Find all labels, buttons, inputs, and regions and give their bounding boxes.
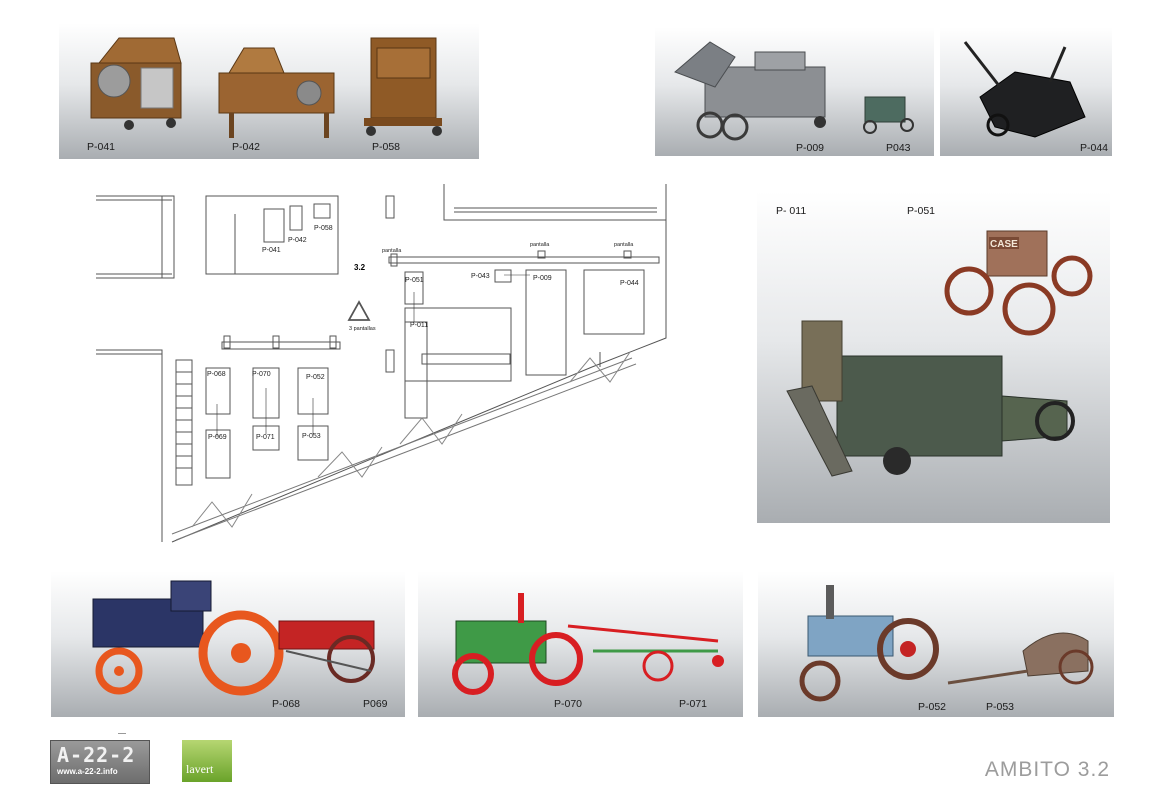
label-p068: P-068 <box>272 698 301 710</box>
plan-label-p069: P-069 <box>208 434 227 441</box>
photo-panel-case-machines: CASE P- 011 P-051 <box>757 191 1110 523</box>
tractor-p070 <box>452 593 583 695</box>
plan-label-p052: P-052 <box>306 374 325 381</box>
plan-label-p044: P-044 <box>620 280 639 287</box>
photo-panel-threshers: P-009 P043 <box>655 27 934 156</box>
plan-label-pantalla-2: pantalla <box>530 242 550 248</box>
a22-logo-url: www.a-22-2.info <box>57 767 118 776</box>
plan-area-number: 3.2 <box>354 263 366 272</box>
label-p070: P-070 <box>554 698 583 710</box>
photo-panel-blue-tractor: P-068 P069 <box>51 571 405 717</box>
label-p058: P-058 <box>372 141 401 153</box>
plan-label-pantalla-3: pantalla <box>614 242 634 248</box>
label-p011: P- 011 <box>776 205 807 217</box>
plan-label-p053: P-053 <box>302 433 321 440</box>
plan-label-p058: P-058 <box>314 225 333 232</box>
harvester-p011 <box>786 320 1075 477</box>
plan-label-p051: P-051 <box>405 277 424 284</box>
plan-label-p070: P-070 <box>252 371 271 378</box>
plan-label-p043: P-043 <box>471 273 490 280</box>
thresher-image <box>674 41 914 141</box>
a22-logo-text: A-22-2 <box>57 743 136 767</box>
label-p042: P-042 <box>232 141 261 153</box>
plan-label-p041: P-041 <box>262 247 281 254</box>
lavert-logo: lavert <box>182 740 232 782</box>
grey-tractor-image <box>799 585 1094 702</box>
label-p041: P-041 <box>87 141 116 153</box>
machine-p041 <box>90 37 182 130</box>
label-p069: P069 <box>363 698 388 710</box>
plan-label-3-pantallas: 3 pantallas <box>349 326 376 332</box>
seeder-p069 <box>278 620 375 683</box>
case-tractor-p051: CASE <box>944 230 1093 336</box>
lavert-logo-text: lavert <box>186 762 214 776</box>
photo-panel-grey-tractor: P-052 P-053 <box>758 571 1114 717</box>
plan-label-p011: P-011 <box>410 322 428 329</box>
page-title: AMBITO 3.2 <box>984 758 1110 781</box>
winnower-machines-image <box>90 37 442 138</box>
a22-logo: A-22-2 www.a-22-2.info <box>50 740 150 784</box>
label-p071: P-071 <box>679 698 708 710</box>
blue-tractor-image <box>92 580 375 696</box>
plough-p071 <box>567 624 724 682</box>
label-p044: P-044 <box>1080 142 1109 154</box>
scraper-p053 <box>947 632 1094 685</box>
plan-label-pantalla-1: pantalla <box>382 248 402 254</box>
engine-p043 <box>863 96 914 134</box>
photo-panel-binder: P-044 <box>940 27 1112 156</box>
svg-text:CASE: CASE <box>990 239 1018 250</box>
machine-p042 <box>218 47 335 138</box>
label-p053: P-053 <box>986 701 1015 713</box>
label-p051: P-051 <box>907 205 936 217</box>
thresher-p009 <box>674 41 826 141</box>
machine-p058 <box>364 37 442 136</box>
case-machines-image: CASE <box>786 230 1093 477</box>
green-tractor-image <box>452 593 724 695</box>
plan-label-p009: P-009 <box>533 275 552 282</box>
tractor-p052 <box>799 585 939 702</box>
plan-label-p068: P-068 <box>207 371 226 378</box>
photo-panel-winnowers: P-041 P-042 P-058 <box>59 23 479 159</box>
label-p043: P043 <box>886 142 911 154</box>
label-p052: P-052 <box>918 701 947 713</box>
plan-label-p042: P-042 <box>288 237 307 244</box>
divider-tick <box>118 733 126 734</box>
label-p009: P-009 <box>796 142 825 154</box>
tractor-p068 <box>92 580 284 696</box>
plan-label-p071: P-071 <box>256 434 275 441</box>
binder-image <box>963 41 1086 138</box>
floor-plan: P-041 P-042 P-058 3.2 pantalla pantalla … <box>96 184 667 543</box>
photo-panel-green-tractor: P-070 P-071 <box>418 571 743 717</box>
